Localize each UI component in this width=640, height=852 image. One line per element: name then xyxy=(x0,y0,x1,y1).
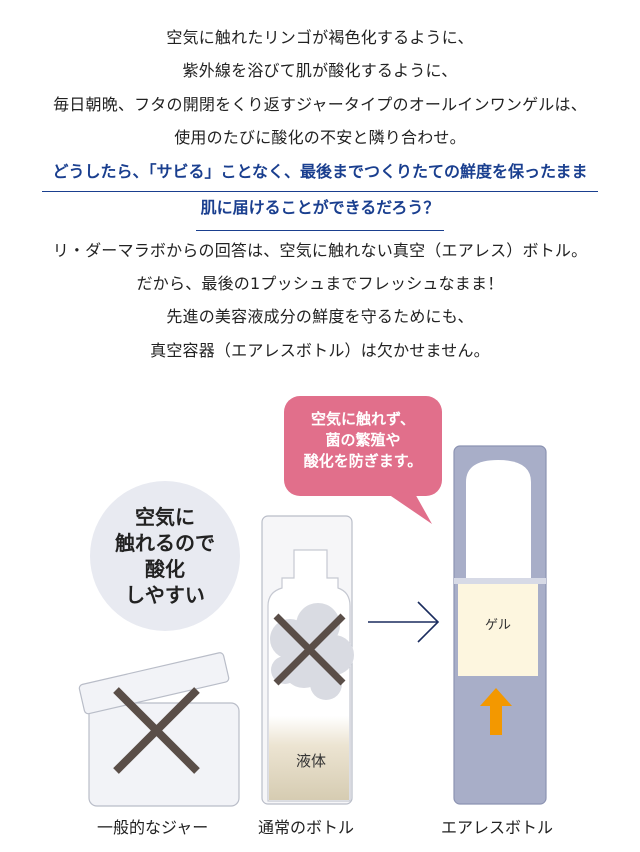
jar-bubble-line-4: しやすい xyxy=(125,583,205,607)
answer-line-3: 先進の美容液成分の鮮度を守るためにも、 xyxy=(166,307,474,327)
question-underline-2 xyxy=(196,229,444,231)
jar-bubble-text: 空気に 触れるので 酸化 しやすい xyxy=(115,504,215,608)
caption-jar: 一般的なジャー xyxy=(97,818,209,837)
jar-bubble-line-3: 酸化 xyxy=(145,557,185,581)
up-arrow-icon xyxy=(480,688,512,735)
answer-line-4: 真空容器（エアレスボトル）は欠かせません。 xyxy=(150,340,490,360)
jar-speech-bubble: 空気に 触れるので 酸化 しやすい xyxy=(90,481,240,631)
caption-bottle: 通常のボトル xyxy=(258,818,355,837)
answer-line-2: だから、最後の1プッシュまでフレッシュなまま！ xyxy=(136,273,504,293)
bottle-contents-label: 液体 xyxy=(295,752,326,770)
jar-bubble-line-2: 触れるので xyxy=(115,531,215,555)
intro-text: 空気に触れたリンゴが褐色化するように、 紫外線を浴びて肌が酸化するように、 毎日… xyxy=(0,28,640,374)
airless-speech-bubble xyxy=(284,396,442,524)
caption-airless: エアレスボトル xyxy=(441,818,554,837)
airless-contents-label: ゲル xyxy=(484,618,511,633)
intro-line-4: 使用のたびに酸化の不安と隣り合わせ。 xyxy=(174,128,466,148)
intro-line-2: 紫外線を浴びて肌が酸化するように、 xyxy=(182,61,458,81)
bottle-illustration xyxy=(261,515,354,805)
jar-cross-icon xyxy=(113,687,200,774)
airless-bubble-line-2: 菌の繁殖や xyxy=(325,431,401,449)
airless-bubble-line-3: 酸化を防ぎます。 xyxy=(303,452,423,470)
airless-bottle-illustration xyxy=(453,445,547,805)
answer-line-1: リ・ダーマラボからの回答は、空気に触れない真空（エアレス）ボトル。 xyxy=(52,240,588,260)
question-underline-1 xyxy=(42,190,598,192)
airless-bubble-text: 空気に触れず、 菌の繁殖や 酸化を防ぎます。 xyxy=(284,409,442,472)
airless-bubble-line-1: 空気に触れず、 xyxy=(311,410,415,428)
jar-lid xyxy=(78,652,230,715)
airless-gel xyxy=(458,584,538,676)
arrow-right-icon xyxy=(368,601,440,643)
jar-illustration xyxy=(78,652,240,807)
intro-line-3: 毎日朝晩、フタの開閉をくり返すジャータイプのオールインワンゲルは、 xyxy=(53,94,587,114)
bottle-liquid xyxy=(269,716,349,800)
airless-window xyxy=(466,460,531,582)
question-line-2: 肌に届けることができるだろう？ xyxy=(200,197,440,217)
jar-bubble-line-1: 空気に xyxy=(135,505,195,529)
bottle-cross-icon xyxy=(273,613,346,686)
jar-body xyxy=(88,702,240,807)
airless-piston-top xyxy=(454,578,546,584)
intro-line-1: 空気に触れたリンゴが褐色化するように、 xyxy=(166,28,474,47)
question-line-1: どうしたら、「サビる」ことなく、最後までつくりたての鮮度を保ったまま xyxy=(52,161,588,181)
